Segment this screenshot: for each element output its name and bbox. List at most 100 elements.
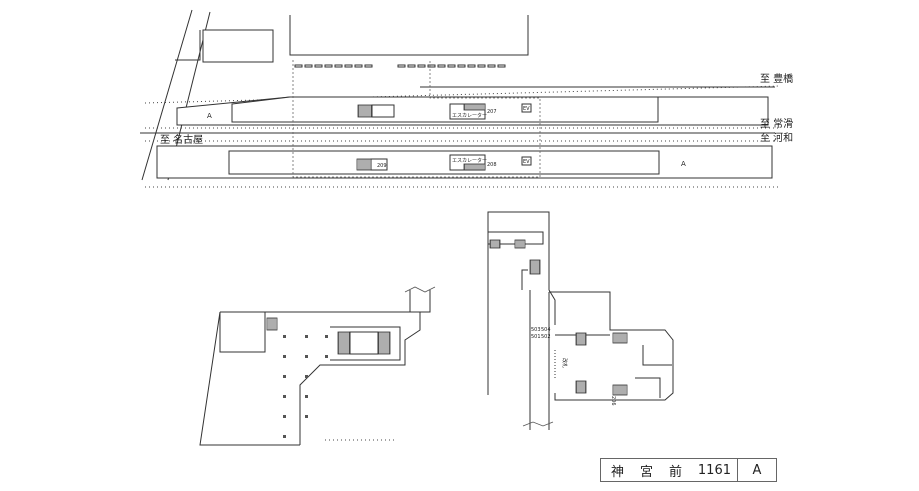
platform-plan: エスカレーター 207 EV A 209 エスカレーター 208 EV A 至 … [140, 9, 793, 188]
outline [220, 290, 411, 313]
rack [314, 64, 323, 68]
room [642, 345, 672, 366]
stairs [612, 384, 628, 396]
station-name-char: 神 [611, 464, 625, 480]
platform-lower-inner [228, 150, 660, 175]
rack [467, 64, 476, 68]
station-name-char: 前 [668, 464, 682, 480]
stairs [612, 332, 628, 344]
rack [334, 64, 343, 68]
outline [299, 312, 421, 445]
pillar [305, 355, 308, 358]
escalator-label: エスカレーター [452, 112, 487, 119]
elevator-label: EV [523, 159, 530, 165]
gate-label: 502 [541, 334, 551, 340]
rack [304, 64, 313, 68]
station-name-char: 宮 [639, 464, 653, 480]
rack [427, 64, 436, 68]
pillar-grid [283, 335, 328, 438]
gate-label: 503 [531, 327, 541, 333]
rack [407, 64, 416, 68]
rack [447, 64, 456, 68]
stairs [356, 158, 372, 171]
rack [354, 64, 363, 68]
elevator [521, 103, 532, 113]
rack-row [294, 64, 506, 68]
rack [364, 64, 373, 68]
pillar [283, 335, 286, 338]
destination-nagoya: 至 名古屋 [160, 133, 203, 146]
east-concourse-plan: 503 504 501 502 改札 206 [487, 211, 674, 430]
platform-upper-inner [231, 96, 659, 123]
elevator-label: EV [523, 106, 530, 112]
rack [294, 64, 303, 68]
concourse-building [289, 15, 529, 56]
pillar [283, 395, 286, 398]
number-label: 208 [487, 162, 497, 168]
rack [457, 64, 466, 68]
destination-toyohashi: 至 豊橋 [760, 72, 793, 85]
gate-label: 501 [531, 334, 541, 340]
number-label: 207 [487, 109, 497, 115]
pillar [325, 355, 328, 358]
pillar [283, 435, 286, 438]
rack [397, 64, 406, 68]
rack [497, 64, 506, 68]
stairs [575, 332, 587, 346]
pillar [305, 335, 308, 338]
pillar [283, 375, 286, 378]
rack [417, 64, 426, 68]
stairs [337, 331, 351, 355]
pillar [283, 355, 286, 358]
pillar [325, 335, 328, 338]
number-label: 209 [377, 163, 387, 169]
road-line [141, 9, 193, 181]
number-label: 206 [610, 396, 616, 406]
escalator-steps [463, 103, 486, 111]
mark-label: A [681, 160, 686, 168]
pillar [305, 395, 308, 398]
rack [477, 64, 486, 68]
landing [349, 331, 379, 355]
destination-tokoname: 至 常滑 [760, 117, 793, 130]
stairs [575, 380, 587, 394]
building-outline [175, 30, 201, 61]
concourse-dotted-outline [292, 60, 541, 178]
stairs [266, 317, 278, 331]
break-mark [522, 421, 554, 427]
pillar [283, 415, 286, 418]
concourse-outline [549, 291, 674, 401]
passage [330, 326, 401, 361]
rack [487, 64, 496, 68]
building [219, 312, 266, 353]
stairs [357, 104, 373, 118]
stairs [529, 259, 541, 275]
mark-label: A [207, 112, 212, 120]
building [202, 29, 274, 63]
stairs [377, 331, 391, 355]
outline [521, 269, 528, 290]
rack [437, 64, 446, 68]
pillar [305, 415, 308, 418]
stairs-landing [371, 104, 395, 118]
escalator-label: エスカレーター [452, 157, 487, 164]
stairs-landing [370, 158, 388, 171]
pillar [305, 375, 308, 378]
stairs [489, 239, 501, 249]
ticket-gate-label: 改札 [561, 358, 568, 368]
destination-kowa: 至 河和 [760, 132, 793, 144]
title-block: 神 宮 前 1161 A [600, 458, 777, 482]
rack [344, 64, 353, 68]
escalator-steps [463, 163, 486, 171]
station-name: 神 宮 前 1161 [601, 459, 737, 481]
outline [199, 311, 300, 446]
gate-label: 504 [541, 327, 551, 333]
rack [324, 64, 333, 68]
station-code: A [737, 459, 776, 481]
stairs [514, 239, 526, 249]
elevator [521, 156, 532, 166]
room [635, 377, 661, 398]
break-mark [404, 286, 436, 293]
outline [410, 290, 431, 313]
